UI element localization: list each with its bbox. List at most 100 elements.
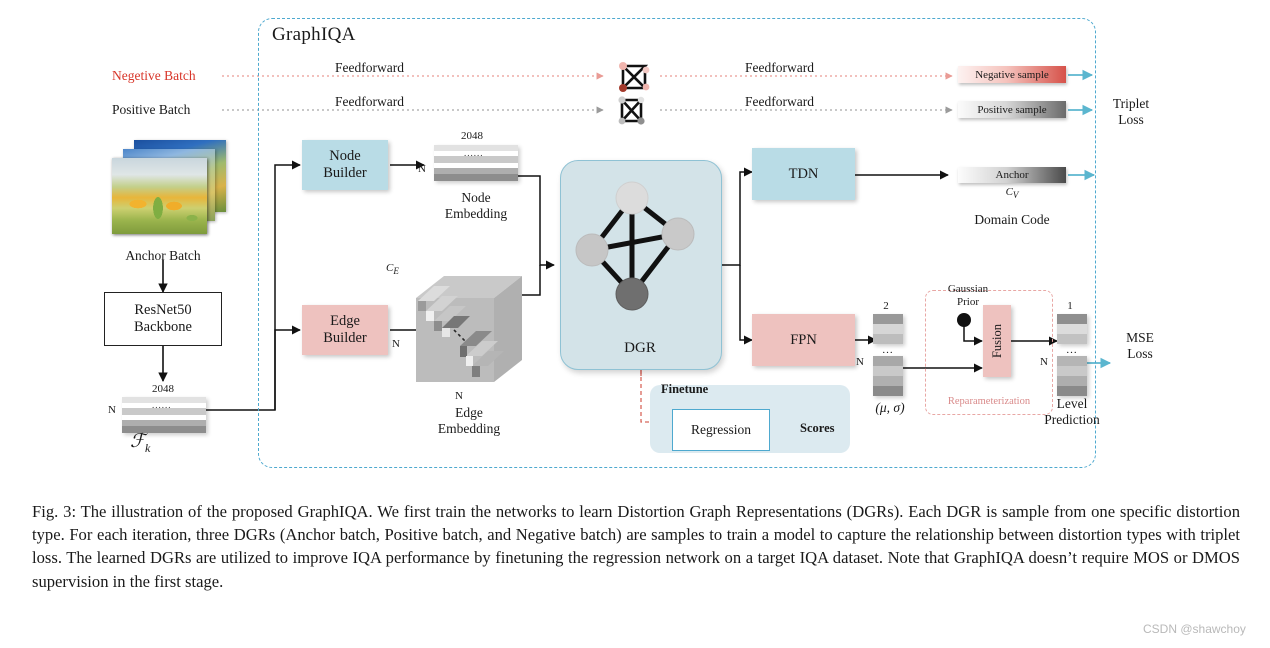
positive-graph-icon: [612, 92, 650, 130]
tdn-label: TDN: [788, 165, 819, 182]
figure-diagram: GraphIQA Negetive Batch Positive Batch F…: [104, 18, 1168, 468]
graphiqa-container: [258, 18, 1096, 468]
finetune-title: Finetune: [661, 382, 709, 396]
domain-code-caption: Domain Code: [974, 212, 1050, 227]
anchor-batch-images: [110, 140, 230, 250]
dgr-label: DGR: [624, 340, 656, 356]
node-embedding-caption: Node Embedding: [420, 190, 532, 221]
gaussian-line2: Prior: [957, 296, 979, 309]
negative-sample-bar: Negative sample: [958, 66, 1066, 83]
node-embedding-n: N: [418, 163, 426, 175]
regression-label: Regression: [691, 422, 751, 437]
edge-embedding-cube: [408, 268, 530, 393]
fk-feature-stack: ......: [122, 397, 206, 433]
mse-loss-2: Loss: [1127, 345, 1153, 361]
fk-subscript: k: [144, 440, 151, 455]
triplet-loss-label: Triplet Loss: [1096, 96, 1166, 127]
level-prediction-stripes-top: [1057, 314, 1087, 344]
feedforward-top-right-label: Feedforward: [745, 60, 814, 75]
edge-n-bottom: N: [455, 390, 463, 402]
fk-n-label: N: [108, 404, 116, 416]
domain-code-c: C: [1005, 186, 1013, 198]
node-builder-line1: Node: [329, 148, 361, 165]
node-embedding-stripes: ......: [434, 145, 518, 181]
level-prediction-dim: 1: [1067, 300, 1073, 312]
tdn-box: TDN: [752, 148, 855, 200]
edge-n-left: N: [392, 338, 400, 350]
resnet-label-1: ResNet50: [134, 301, 192, 318]
anchor-bar: Anchor: [958, 167, 1066, 183]
level-prediction-caption-1: Level: [1056, 396, 1088, 411]
node-builder-line2: Builder: [323, 165, 367, 181]
scores-label: Scores: [800, 421, 835, 435]
level-prediction-caption-2: Prediction: [1044, 411, 1100, 427]
positive-sample-bar: Positive sample: [958, 101, 1066, 118]
level-prediction-n: N: [1040, 356, 1048, 368]
fk-dim-label: 2048: [152, 383, 174, 395]
edge-builder-line1: Edge: [330, 313, 360, 330]
reparameterization-box: [925, 290, 1053, 415]
negative-graph-icon: [612, 57, 654, 97]
edge-builder-box: Edge Builder: [302, 305, 388, 355]
edge-builder-line2: Builder: [323, 330, 367, 346]
positive-batch-label: Positive Batch: [112, 102, 191, 117]
negative-sample-label: Negative sample: [975, 68, 1049, 81]
gaussian-line1: Gaussian: [947, 283, 989, 295]
triplet-loss-1: Triplet: [1112, 96, 1150, 111]
fpn-output-stripes-top: [873, 314, 903, 344]
node-embedding-caption-1: Node: [461, 190, 491, 205]
domain-code-symbol: CV: [958, 186, 1066, 201]
triplet-loss-2: Loss: [1118, 111, 1144, 127]
level-prediction-stack-top: [1057, 314, 1087, 344]
fpn-output-dim: 2: [883, 300, 889, 312]
level-prediction-caption: Level Prediction: [1032, 396, 1112, 427]
fpn-label: FPN: [790, 331, 817, 348]
level-prediction-stripes-bottom: [1057, 356, 1087, 396]
fpn-output-stack-top: [873, 314, 903, 344]
node-embedding-caption-2: Embedding: [444, 205, 508, 221]
fk-script-f: ℱ: [130, 431, 145, 452]
photo-front-detail: [112, 158, 207, 234]
fk-symbol: ℱk: [130, 430, 150, 456]
level-prediction-dots: ...: [1066, 344, 1078, 356]
positive-sample-label: Positive sample: [977, 103, 1047, 116]
edge-embedding-caption-2: Embedding: [437, 420, 501, 436]
feedforward-bottom-right-label: Feedforward: [745, 94, 814, 109]
resnet50-backbone-box: ResNet50 Backbone: [104, 292, 222, 346]
anchor-label: Anchor: [995, 169, 1029, 181]
reparameterization-label: Reparameterization: [947, 396, 1031, 407]
feedforward-top-label: Feedforward: [335, 60, 404, 75]
edge-embedding-caption: Edge Embedding: [408, 405, 530, 436]
edge-builder-text: Edge Builder: [323, 313, 367, 346]
node-builder-text: Node Builder: [323, 148, 367, 181]
regression-box: Regression: [672, 409, 770, 451]
node-embedding-stack: ......: [434, 145, 518, 181]
fpn-output-n: N: [856, 356, 864, 368]
node-builder-box: Node Builder: [302, 140, 388, 190]
domain-code-sub: V: [1012, 190, 1019, 201]
node-embedding-dim: 2048: [461, 130, 483, 142]
fpn-output-stack-bottom: [873, 356, 903, 396]
edge-channels-c: C: [386, 262, 394, 274]
feedforward-bottom-label: Feedforward: [335, 94, 404, 109]
anchor-batch-label: Anchor Batch: [125, 248, 201, 263]
gaussian-prior-label: Gaussian Prior: [930, 283, 1006, 309]
edge-channels-label: CE: [386, 262, 399, 277]
graphiqa-title: GraphIQA: [272, 24, 356, 45]
resnet-line1: ResNet50 Backbone: [134, 302, 192, 336]
dgr-graph: [572, 172, 708, 332]
resnet-label-2: Backbone: [134, 319, 192, 335]
fusion-box: Fusion: [983, 305, 1011, 377]
mse-loss-label: MSE Loss: [1112, 330, 1168, 361]
fk-stripes: ......: [122, 397, 206, 433]
figure-caption: Fig. 3: The illustration of the proposed…: [32, 502, 1240, 591]
level-prediction-stack-bottom: [1057, 356, 1087, 396]
fpn-output-dots: ...: [882, 344, 894, 356]
fusion-label: Fusion: [989, 323, 1004, 359]
gaussian-prior-dot: [957, 313, 971, 327]
watermark: CSDN @shawchoy: [1143, 622, 1246, 636]
edge-embedding-caption-1: Edge: [455, 405, 483, 420]
edge-channels-sub: E: [393, 266, 399, 277]
mse-loss-1: MSE: [1126, 330, 1154, 345]
mu-sigma-label: (μ, σ): [875, 400, 905, 415]
